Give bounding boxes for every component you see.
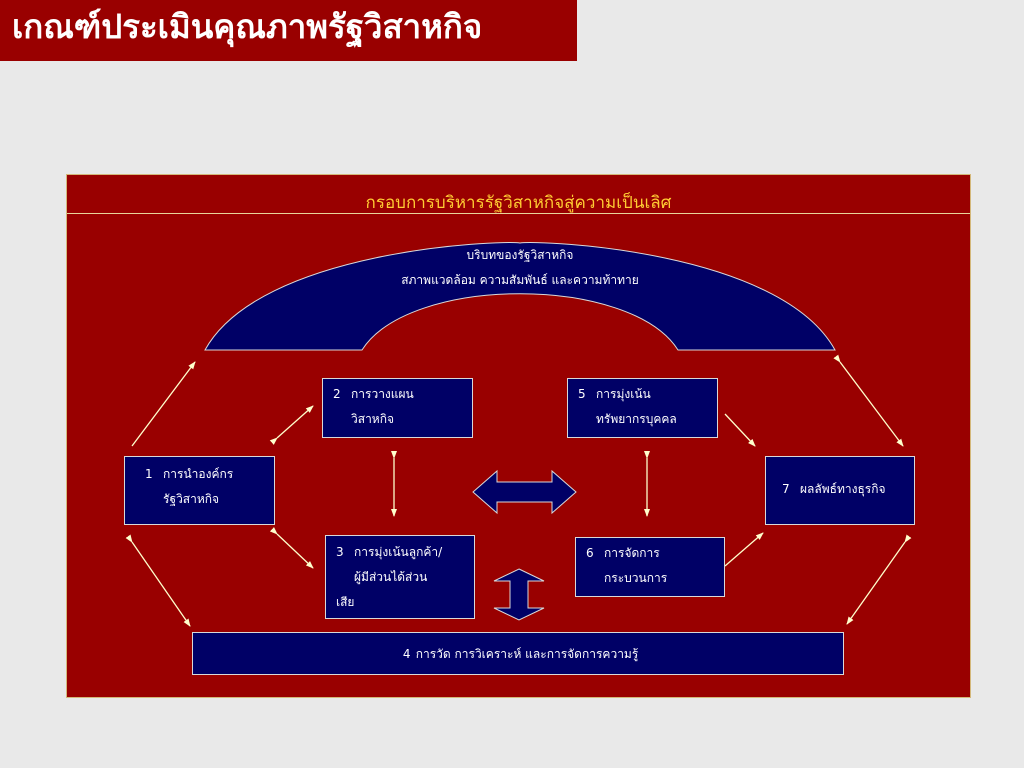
box-label-cont: กระบวนการ — [604, 571, 668, 585]
box-planning: 2 การวางแผน วิสาหกิจ — [322, 378, 473, 438]
double-arrow-vertical — [493, 568, 545, 621]
box-number: 4 — [402, 647, 411, 661]
box-label: การวัด การวิเคราะห์ และการจัดการความรู้ — [415, 647, 639, 661]
box-leadership: 1 การนำองค์กร รัฐวิสาหกิจ — [124, 456, 275, 525]
arrow-context-results — [833, 354, 904, 447]
context-subtitle: สภาพแวดล้อม ความสัมพันธ์ และความท้าทาย — [401, 273, 639, 287]
box-label: การนำองค์กร — [163, 467, 234, 481]
box-number: 2 — [333, 387, 341, 401]
arrow-leadership-context — [131, 361, 196, 447]
framework-heading: กรอบการบริหารรัฐวิสาหกิจสู่ความเป็นเลิศ — [365, 193, 672, 213]
box-label-cont: รัฐวิสาหกิจ — [163, 492, 220, 506]
arrow-leadership-planning — [269, 405, 314, 445]
box-customer: 3 การมุ่งเน้นลูกค้า/ ผู้มีส่วนได้ส่วน เสี… — [325, 535, 475, 619]
arrow-leadership-customer — [269, 527, 314, 569]
heading-divider — [67, 213, 970, 214]
box-number: 3 — [336, 545, 344, 559]
box-workforce: 5 การมุ่งเน้น ทรัพยากรบุคคล — [567, 378, 718, 438]
box-results: 7 ผลลัพธ์ทางธุรกิจ — [765, 456, 915, 525]
arrow-workforce-results — [724, 413, 756, 447]
box-process: 6 การจัดการ กระบวนการ — [575, 537, 725, 597]
double-arrow-horizontal — [472, 469, 577, 515]
arrow-results-measurement — [846, 534, 912, 625]
box-number: 1 — [145, 467, 153, 481]
box-label-cont: ผู้มีส่วนได้ส่วน — [354, 570, 428, 584]
box-label: การมุ่งเน้น — [596, 387, 651, 401]
arrow-process-results — [724, 532, 764, 567]
box-label: ผลลัพธ์ทางธุรกิจ — [800, 482, 886, 496]
box-number: 6 — [586, 546, 594, 560]
box-number: 5 — [578, 387, 586, 401]
context-arch — [204, 242, 836, 351]
box-label-cont2: เสีย — [336, 595, 355, 609]
box-label: การวางแผน — [351, 387, 414, 401]
box-label: การจัดการ — [604, 546, 660, 560]
box-measurement: 4 การวัด การวิเคราะห์ และการจัดการความรู้ — [192, 632, 844, 675]
box-label: การมุ่งเน้นลูกค้า/ — [354, 545, 443, 559]
box-number: 7 — [782, 482, 790, 496]
context-title: บริบทของรัฐวิสาหกิจ — [466, 248, 574, 262]
title-bar: เกณฑ์ประเมินคุณภาพรัฐวิสาหกิจ — [0, 0, 577, 61]
arrow-leadership-measurement — [125, 534, 191, 627]
box-label-cont: ทรัพยากรบุคคล — [596, 412, 677, 426]
box-label-cont: วิสาหกิจ — [351, 412, 395, 426]
page-title: เกณฑ์ประเมินคุณภาพรัฐวิสาหกิจ — [12, 7, 483, 46]
